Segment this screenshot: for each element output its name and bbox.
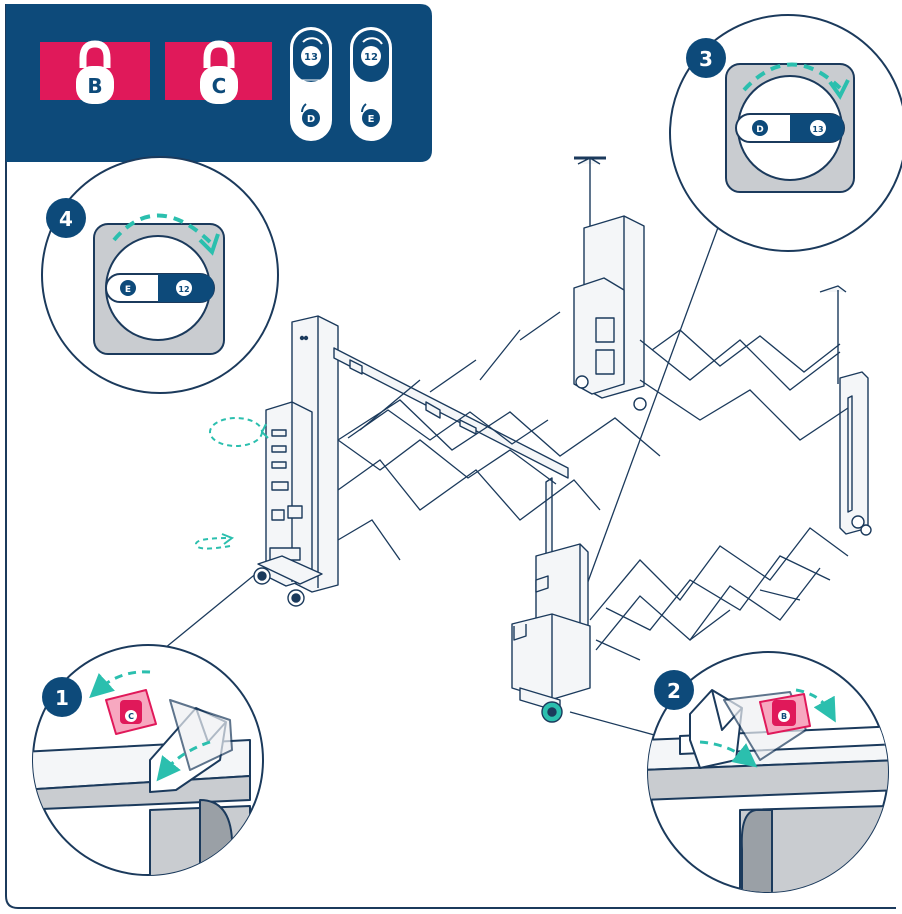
step-2-lock-label: B bbox=[760, 694, 810, 734]
dial-1-bottom-letter: D bbox=[307, 114, 315, 125]
rotation-arrow-lower bbox=[196, 534, 232, 549]
dial-pill-13-d: 13 D bbox=[291, 28, 331, 140]
step-1-lock-letter: C bbox=[128, 712, 134, 721]
callout-step-3: D 13 3 bbox=[670, 15, 902, 251]
dial-2-bottom-letter: E bbox=[368, 114, 375, 125]
lock-b-letter: B bbox=[87, 74, 102, 98]
dial-2-top-number: 12 bbox=[364, 52, 378, 63]
left-post bbox=[254, 316, 338, 606]
callout-step-1: C 1 bbox=[20, 645, 263, 880]
top-rail bbox=[334, 348, 568, 478]
step-4-dial-left: E bbox=[125, 285, 131, 295]
lock-c-icon: C bbox=[165, 42, 272, 104]
front-post bbox=[512, 478, 590, 722]
callout-step-4: E 12 4 bbox=[42, 157, 278, 393]
back-post bbox=[574, 158, 646, 410]
right-post bbox=[820, 286, 871, 535]
dial-pill-12-e: 12 E bbox=[351, 28, 391, 140]
step-2-lock-letter: B bbox=[781, 712, 787, 721]
step-3-number: 3 bbox=[699, 47, 713, 71]
step-4-dial-right: 12 bbox=[178, 285, 189, 294]
step-3-dial-right: 13 bbox=[812, 125, 823, 134]
lock-c-letter: C bbox=[212, 74, 227, 98]
step-4-number: 4 bbox=[59, 207, 73, 231]
parts-header-panel: B C 13 D 12 bbox=[6, 4, 432, 162]
dial-1-top-number: 13 bbox=[304, 52, 318, 63]
step-2-number: 2 bbox=[667, 679, 681, 703]
step-1-number: 1 bbox=[55, 686, 69, 710]
step-3-dial-left: D bbox=[756, 125, 763, 135]
rotation-arrow-upper bbox=[210, 418, 268, 446]
lock-b-icon: B bbox=[40, 42, 150, 104]
callout-step-2: B 2 bbox=[640, 652, 900, 900]
